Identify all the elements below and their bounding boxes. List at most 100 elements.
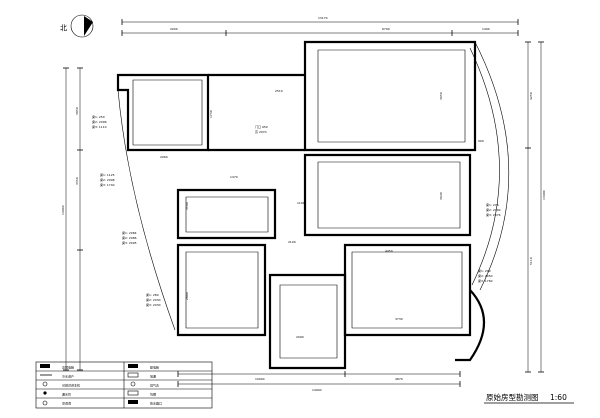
dim-bottom-left: 10040 <box>255 377 265 381</box>
inner-room-lower-left <box>185 251 259 329</box>
svg-text:梁2: 2086: 梁2: 2086 <box>122 235 137 240</box>
room-note-4: 梁1: 280 梁2: 2030 梁3: 2030 <box>146 292 161 307</box>
wall-room-mid-right <box>303 153 472 237</box>
svg-text:梁1: 2084: 梁1: 2084 <box>122 230 137 235</box>
inner-room-left-mid <box>185 196 269 233</box>
wall-room-top-right <box>303 40 477 152</box>
inner-room-top-right <box>317 49 466 143</box>
dim-bottom-total: 14940 <box>312 388 322 392</box>
legend-label-2: 配电箱 <box>150 365 159 370</box>
svg-text:梁2: 2090: 梁2: 2090 <box>486 207 501 212</box>
north-arrow-circle <box>70 14 94 38</box>
dim-left-total: 14040 <box>61 205 65 215</box>
svg-text:门口 950: 门口 950 <box>255 124 268 129</box>
legend-label-9: 空调洞 <box>62 401 71 406</box>
wall-room-lower-left <box>176 243 267 337</box>
svg-text:梁2: 2098: 梁2: 2098 <box>100 177 115 182</box>
dim-right-3: 13000 <box>542 190 546 200</box>
wall-room-bottom <box>268 273 347 370</box>
curve-right-facade-inner <box>469 47 500 286</box>
legend-symbol-7 <box>127 372 139 378</box>
inner-dimensions: 2510 2060 1730 3650 3640 2890 1190 1470 … <box>160 89 484 339</box>
room-note-3: 梁1: 2084 梁2: 2086 梁3: 2095 <box>122 230 137 245</box>
bottom-dimensions: 10040 4870 14940 <box>177 371 461 392</box>
wall-bay-window <box>455 289 486 362</box>
center-label: 门口 950 高 2070 <box>255 124 268 134</box>
legend-symbol-10 <box>128 400 138 404</box>
svg-text:梁1: 250: 梁1: 250 <box>92 114 105 119</box>
dim-inner-14: 2090 <box>296 335 304 339</box>
dim-bottom-right: 4870 <box>395 377 403 381</box>
inner-room-bottom-right <box>351 251 463 329</box>
svg-text:梁3: 1110: 梁3: 1110 <box>92 124 107 129</box>
svg-text:梁3: 2076: 梁3: 2076 <box>486 212 501 217</box>
wall-corridor <box>208 73 305 152</box>
legend-symbol-4 <box>43 391 47 395</box>
legend-symbol-5 <box>42 400 48 406</box>
legend-symbol-1 <box>40 364 50 368</box>
legend: 总弱电箱 配电箱 冷水进户 地漏 可燃对讲主机 煤气表 漏水管 坑槽 空调洞 热… <box>35 361 213 409</box>
legend-label-8: 坑槽 <box>150 392 156 397</box>
room-note-2: 梁1: 1125 梁2: 2098 梁3: 1740 <box>100 172 115 187</box>
dim-inner-8: 1470 <box>230 175 238 179</box>
north-arrow: 北 <box>60 14 94 38</box>
drawing-title: 原始房型勘测图 1:60 <box>484 392 574 404</box>
inner-room-mid-right <box>317 161 461 229</box>
svg-text:梁3: 1760: 梁3: 1760 <box>478 278 493 283</box>
svg-text:梁3: 1740: 梁3: 1740 <box>100 182 115 187</box>
dim-top-seg-3: 1490 <box>482 27 490 31</box>
walls <box>116 40 510 370</box>
svg-text:梁1: 1125: 梁1: 1125 <box>100 172 115 177</box>
legend-label-7: 漏水管 <box>62 392 71 397</box>
wall-room-bottom-right <box>343 243 472 337</box>
north-label: 北 <box>60 24 67 32</box>
dim-inner-5: 3640 <box>439 192 443 200</box>
svg-text:梁2: 2096: 梁2: 2096 <box>92 119 107 124</box>
legend-label-3: 冷水进户 <box>62 374 74 379</box>
legend-symbol-3 <box>42 381 48 387</box>
dim-inner-2: 2060 <box>160 155 168 159</box>
dim-inner-10: 4450 <box>385 249 393 253</box>
legend-symbol-8 <box>130 381 136 387</box>
room-note-5: 梁1: 276 梁2: 2090 梁3: 2076 <box>486 202 501 217</box>
dim-inner-7: 1190 <box>297 201 305 205</box>
curve-left-facade <box>117 89 176 331</box>
dim-inner-3: 1730 <box>209 110 213 118</box>
curve-right-facade <box>474 41 510 291</box>
svg-text:梁2: 2050: 梁2: 2050 <box>478 273 493 278</box>
north-arrow-pointer <box>84 16 93 36</box>
dim-left-1: 3950 <box>75 107 79 115</box>
dim-inner-13: 900 <box>478 139 484 143</box>
legend-label-10: 热水器口 <box>150 401 162 406</box>
svg-text:梁1: 276: 梁1: 276 <box>486 202 499 207</box>
dim-right-2: 5110 <box>529 257 533 265</box>
room-note-1: 梁1: 250 梁2: 2096 梁3: 1110 <box>92 114 107 129</box>
right-dimensions: 4250 5110 13000 <box>525 41 546 373</box>
dim-top-total: 13170 <box>318 16 328 20</box>
dim-left-2: 3350 <box>75 177 79 185</box>
room-note-6: 梁1: 200 梁2: 2050 梁3: 1760 <box>478 268 493 283</box>
legend-symbol-9 <box>127 390 139 396</box>
room-notes: 梁1: 250 梁2: 2096 梁3: 1110 梁1: 1125 梁2: 2… <box>92 114 501 307</box>
dim-top-seg-2: 6790 <box>382 27 390 31</box>
title-name: 原始房型勘测图 <box>486 392 539 402</box>
dim-top-seg-1: 2000 <box>170 27 178 31</box>
legend-label-1: 总弱电箱 <box>62 365 74 370</box>
dim-inner-15: 2100 <box>288 240 296 244</box>
title-scale: 1:60 <box>550 393 567 402</box>
dim-inner-6: 2890 <box>185 292 189 300</box>
svg-text:梁1: 200: 梁1: 200 <box>478 268 491 273</box>
svg-text:梁2: 2030: 梁2: 2030 <box>146 297 161 302</box>
wall-room-left-mid <box>176 188 277 240</box>
top-dimensions: 13170 2000 6790 1490 <box>121 16 519 36</box>
svg-text:梁3: 2030: 梁3: 2030 <box>146 302 161 307</box>
dim-right-1: 4250 <box>529 92 533 100</box>
dim-inner-1: 2510 <box>275 89 283 93</box>
left-dimensions: 14040 3950 3350 <box>61 67 83 371</box>
dim-inner-9: 3730 <box>395 317 403 321</box>
legend-label-6: 煤气表 <box>150 383 159 388</box>
inner-room-top-left <box>132 79 203 146</box>
dim-inner-4: 3650 <box>439 92 443 100</box>
